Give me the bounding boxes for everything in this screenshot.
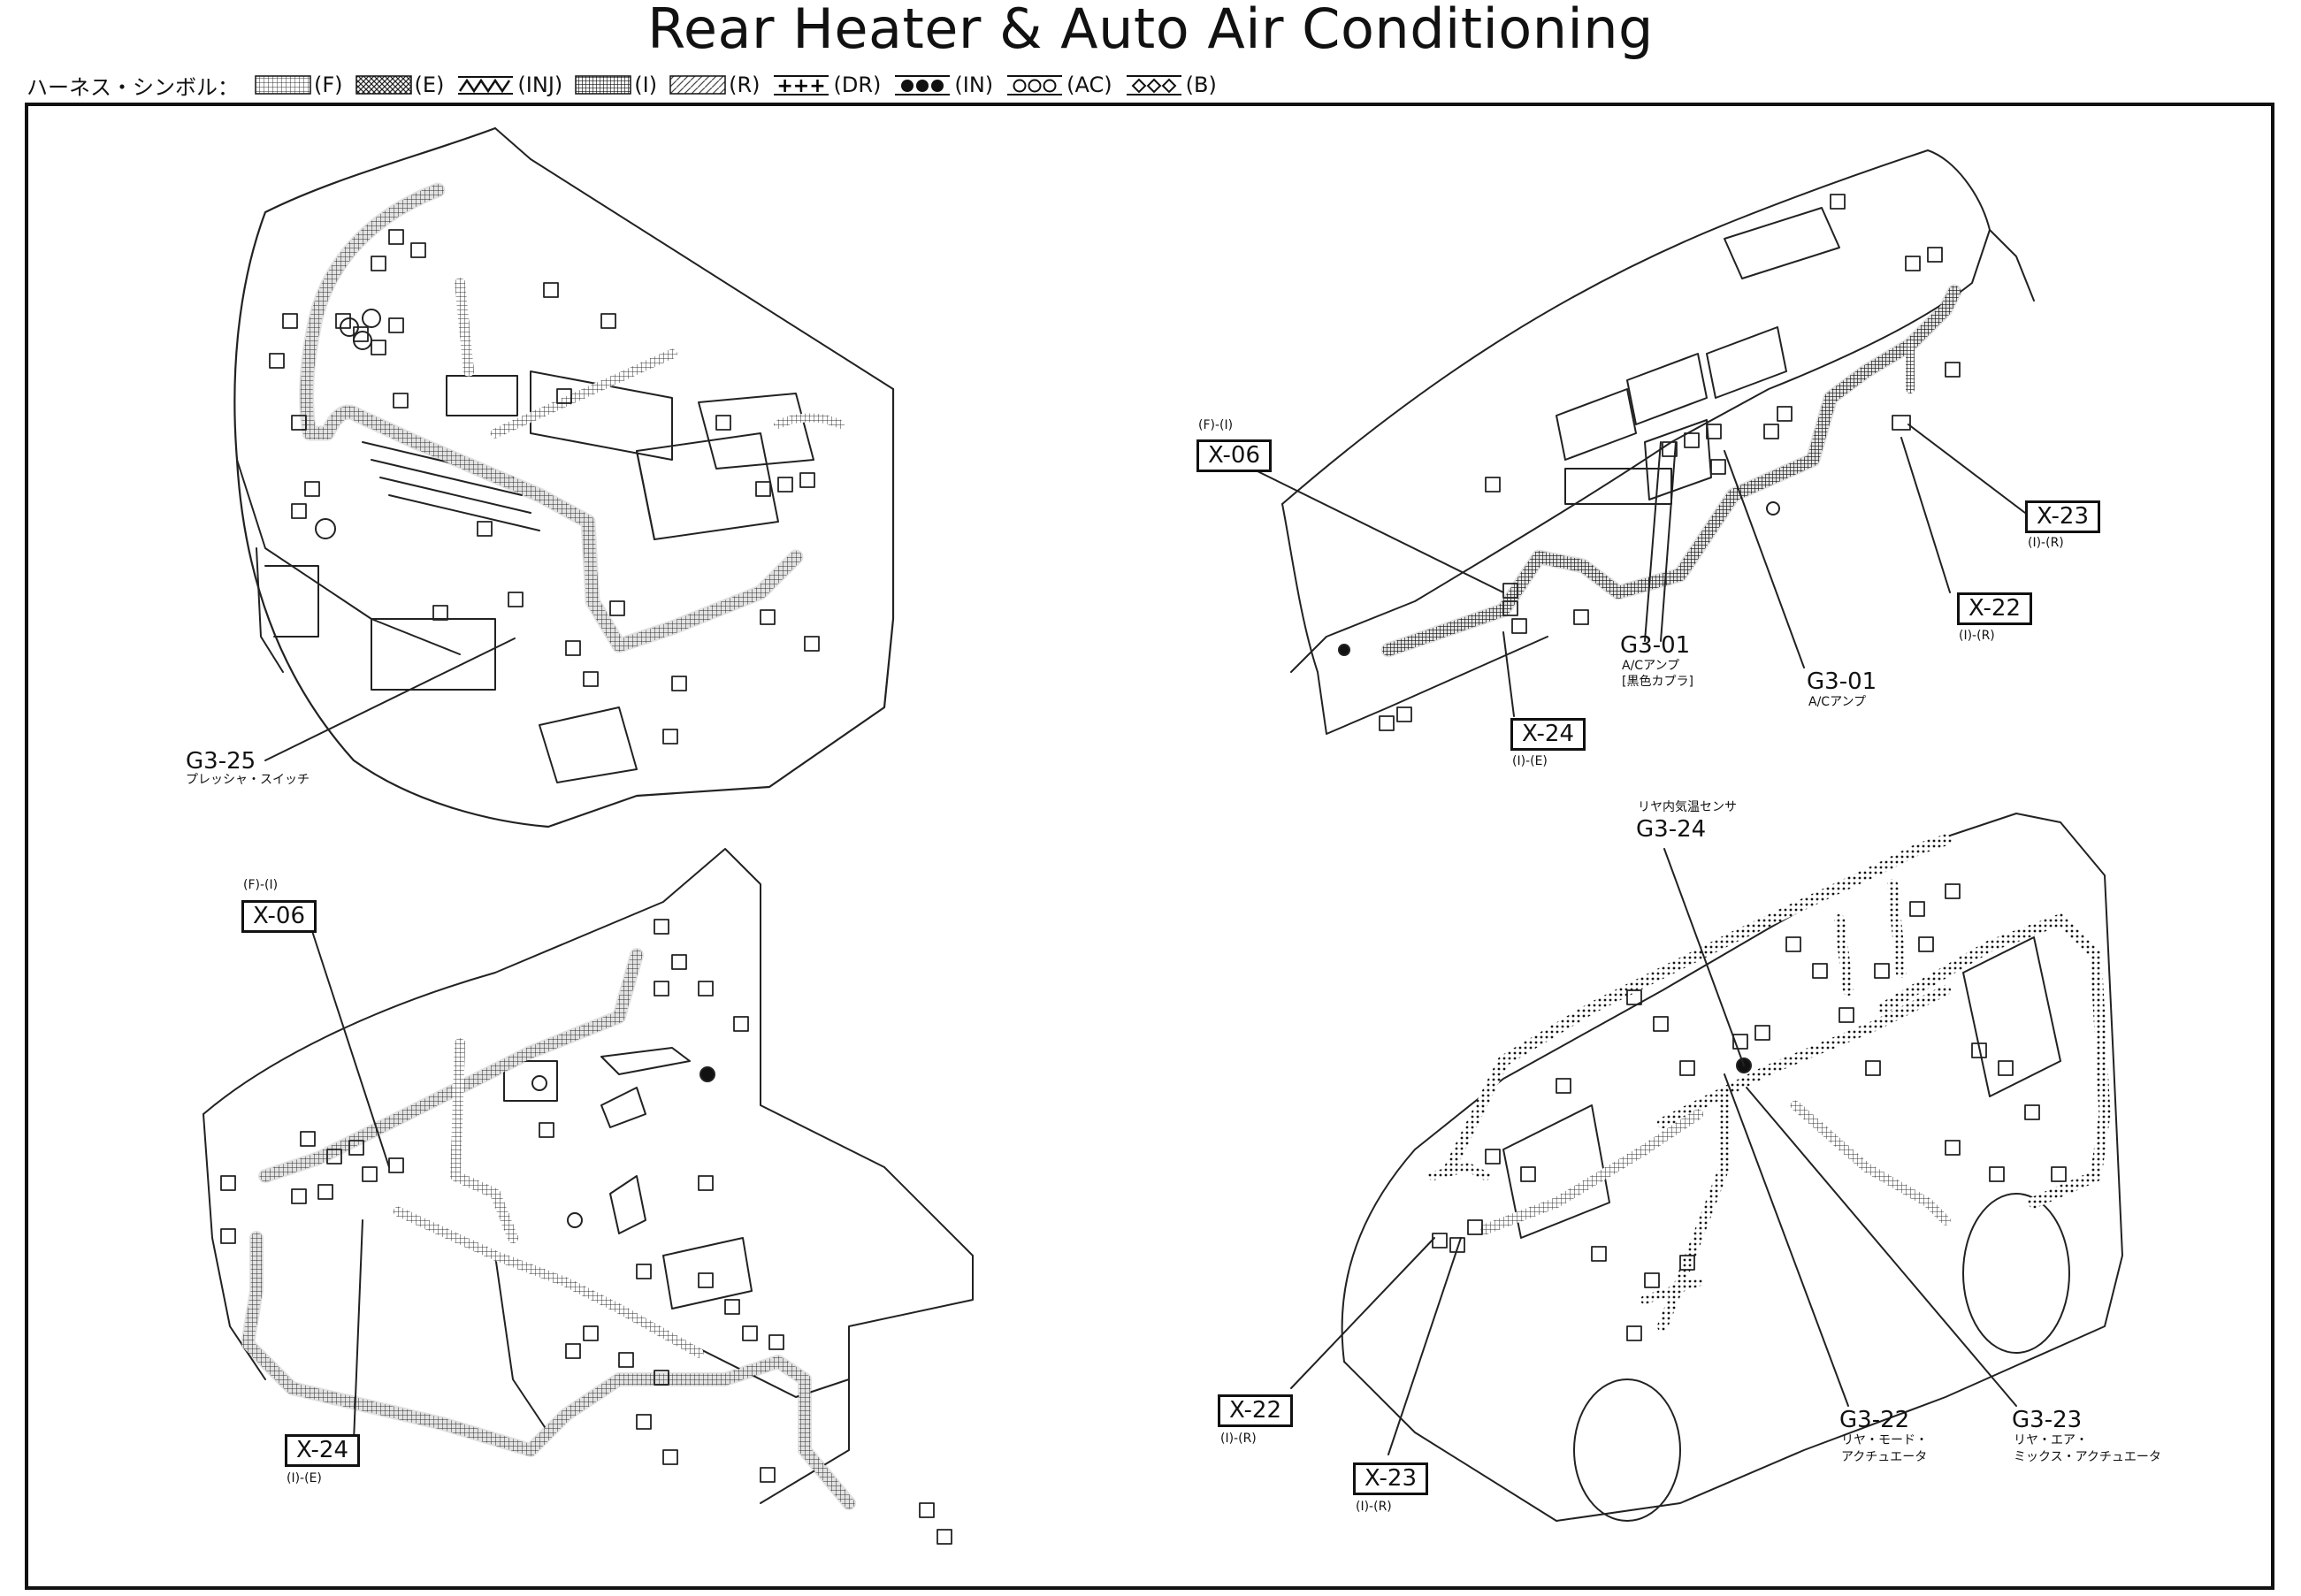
legend-item-inj: (INJ) [456,73,562,97]
legend-code: (I) [634,73,658,97]
rear-g3-22-desc2: アクチュエータ [1841,1450,1928,1464]
rear-g3-22-code: G3-22 [1839,1407,1910,1433]
filled-dots-pattern-icon [895,75,951,95]
rear-g3-22-desc1: リヤ・モード・ [1841,1433,1928,1447]
legend-code: (E) [414,73,445,97]
dash-x06-label: X-06 [1196,439,1272,472]
cabin-floor-view [203,848,974,1545]
dash-g3-01b-code: G3-01 [1807,668,1877,695]
rear-x23-label: X-23 [1353,1462,1428,1495]
rear-x22-tag: (I)-(R) [1220,1432,1257,1446]
g3-25-desc: プレッシャ・スイッチ [186,773,310,787]
legend-code: (F) [314,73,343,97]
legend-item-f: (F) [255,73,343,97]
rear-x23-tag: (I)-(R) [1356,1500,1392,1514]
svg-text:+++: +++ [777,75,826,96]
rear-g3-23-code: G3-23 [2012,1407,2083,1433]
legend-item-ac: (AC) [1005,73,1112,97]
fine-grid-pattern-icon [255,75,311,95]
legend-code: (IN) [954,73,994,97]
rear-g3-23-desc2: ミックス・アクチュエータ [2014,1450,2161,1464]
legend-item-b: (B) [1125,73,1217,97]
dash-x23-label: X-23 [2025,500,2100,533]
rear-body-view [1290,813,2123,1522]
g3-25-code: G3-25 [186,748,256,775]
diagram-frame [25,103,2274,1590]
legend-item-dr: +++ (DR) [772,73,881,97]
diagonal-pattern-icon [669,75,726,95]
legend-code: (B) [1185,73,1217,97]
floor-x06-label: X-06 [241,900,317,933]
legend-code: (R) [729,73,761,97]
zigzag-pattern-icon [458,76,514,95]
rear-g3-23-desc1: リヤ・エア・ [2014,1433,2088,1447]
legend-item-in: (IN) [893,73,993,97]
engine-bay-view [233,126,895,829]
cross-hatch-pattern-icon [355,75,412,95]
dashboard-view [1255,149,2035,735]
dense-grid-pattern-icon [575,75,632,95]
legend-item-r: (R) [669,73,760,97]
legend-code: (AC) [1066,73,1112,97]
floor-x24-label: X-24 [285,1434,360,1467]
dash-g3-01a-desc2: [黒色カプラ] [1622,675,1693,689]
dash-x24-label: X-24 [1510,718,1586,751]
floor-x06-tag: (F)-(I) [243,878,279,892]
legend-code: (INJ) [517,73,563,97]
harness-legend: ハーネス・シンボル： (F) (E) (INJ) (I) (R) +++ (DR… [27,69,1229,101]
legend-item-e: (E) [355,73,445,97]
dash-x24-tag: (I)-(E) [1512,754,1548,768]
plus-pattern-icon: +++ [774,75,829,96]
legend-label: ハーネス・シンボル： [27,74,239,100]
floor-x24-tag: (I)-(E) [287,1471,322,1485]
dash-x22-tag: (I)-(R) [1959,629,1995,643]
rear-g3-24-code: G3-24 [1636,816,1707,843]
rear-g3-24-desc: リヤ内気温センサ [1638,800,1737,814]
dash-g3-01a-code: G3-01 [1620,632,1691,659]
page-title: Rear Heater & Auto Air Conditioning [647,0,1654,61]
open-dots-pattern-icon [1007,75,1063,95]
legend-item-i: (I) [575,73,657,97]
dash-g3-01b-desc1: A/Cアンプ [1808,695,1867,709]
rear-x22-label: X-22 [1218,1394,1293,1427]
dash-x23-tag: (I)-(R) [2028,536,2064,550]
dash-x22-label: X-22 [1957,592,2032,625]
diamonds-pattern-icon [1126,75,1181,95]
dash-g3-01a-desc1: A/Cアンプ [1622,659,1680,673]
dash-x06-tag: (F)-(I) [1198,418,1234,432]
legend-code: (DR) [833,73,882,97]
